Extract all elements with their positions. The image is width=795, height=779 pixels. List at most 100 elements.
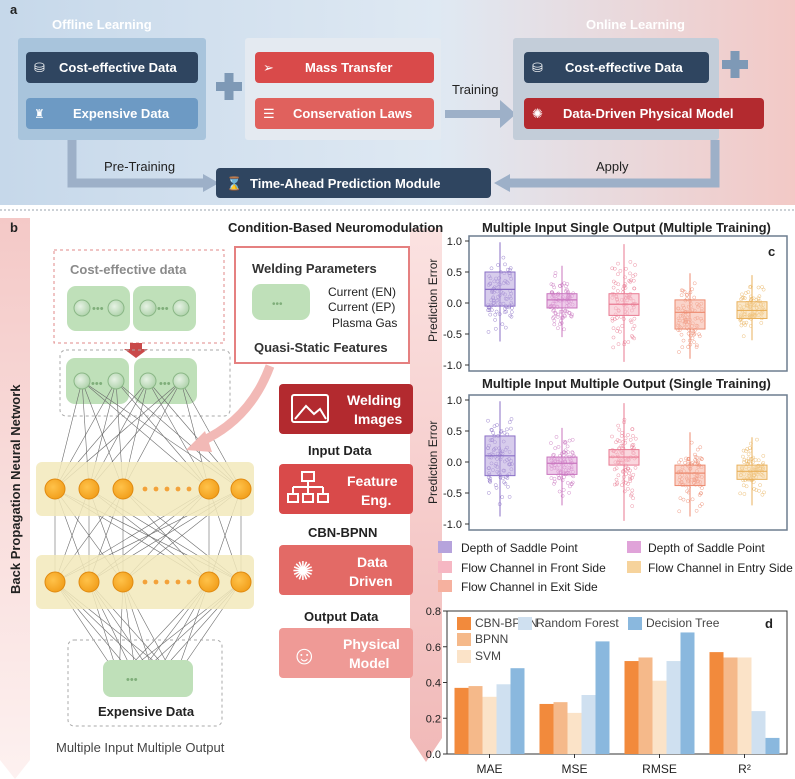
sample-point [741,334,746,339]
legend-swatch-0 [438,541,452,553]
sample-point [761,454,766,458]
sample-point [561,488,566,492]
sample-point [560,283,564,287]
sample-point [562,327,566,332]
sample-point [622,284,627,288]
sample-point [558,284,562,288]
legend-swatch [457,633,471,646]
process-band [410,228,442,762]
top-boxplots [484,242,768,362]
hidden-neuron [44,478,66,500]
bar [595,641,610,754]
sample-point [621,469,626,473]
sample-point [620,469,625,474]
sample-point [740,292,744,297]
coins-icon: ⛁ [532,60,543,75]
sample-point [742,492,747,496]
sample-point [487,479,492,483]
sample-point [562,475,566,479]
apply-label: Apply [596,159,629,174]
pretraining-arrow [67,140,205,188]
sample-point [559,321,564,325]
physical-model-box [279,628,413,678]
sample-point [753,458,758,462]
legend-label-3: Flow Channel in Entry Side [648,561,793,575]
sample-point [562,439,567,444]
curved-arrow [198,364,275,447]
sample-point [508,267,512,272]
sample-point [621,439,626,444]
sample-point [628,475,633,479]
sample-point [742,321,746,326]
top-ylabel: Prediction Error [426,259,440,342]
sample-point [497,502,502,506]
sample-point [551,316,555,320]
sample-point [489,308,494,312]
sample-point [562,450,566,455]
sample-point [760,492,765,497]
sample-point [741,483,746,488]
sample-point [624,480,628,485]
sample-point [618,329,622,334]
feature-eng-box [279,464,413,514]
sample-point [756,285,761,290]
sample-point [620,324,625,328]
prediction-module-label: Time-Ahead Prediction Module [250,176,440,191]
sample-point [549,476,554,480]
sample-point [632,316,637,321]
sample-point [558,309,563,314]
sample-point [549,282,554,287]
ddpm-label: Data-Driven Physical Model [563,106,734,121]
sample-point [682,289,687,294]
sample-point [746,459,751,464]
mass-transfer-label: Mass Transfer [305,60,392,75]
sample-point [621,317,626,321]
sample-point [689,440,694,445]
category-label: MSE [561,762,587,776]
ytick-label: 0.2 [426,713,441,725]
sample-point [560,478,565,483]
bar [510,668,525,754]
sample-point [758,483,762,487]
sample-point [623,275,627,280]
sample-point [695,455,700,460]
sample-point [493,326,498,331]
sample-point [553,311,558,316]
network-connections [54,380,242,679]
sample-point [503,262,507,267]
sample-point [686,457,691,462]
hierarchy-icon [287,471,329,503]
bar [652,680,667,754]
sample-point [690,336,695,341]
sample-point [560,494,565,498]
sample-point [745,447,750,451]
input-data-label: Input Data [308,443,372,458]
sample-point [509,314,514,319]
hidden-neuron [198,571,220,593]
sample-point [628,479,633,483]
legend-swatch-3 [627,561,641,573]
sample-point [551,282,556,287]
sample-point [751,480,756,484]
sample-point [624,472,628,476]
output-data-label: Output Data [304,609,379,624]
online-cost-effective-box [524,52,709,83]
sample-point [499,429,504,433]
sample-point [487,308,492,313]
sample-point [694,345,699,349]
bar [709,652,724,754]
sample-point [500,322,505,327]
sample-point [686,345,690,349]
input-layer-frame [59,349,231,417]
ytick-label: 1.0 [447,395,462,407]
sample-point [552,285,557,290]
ellipsis-dot [153,579,159,585]
legend-swatch [457,617,471,630]
plus-icon [216,73,242,100]
legend-label: SVM [475,649,501,663]
sample-point [684,293,689,297]
sample-point [683,460,687,465]
cost-effective-nodes: ••• ••• [67,286,196,331]
neural-network-icon: ✺ [532,106,543,121]
